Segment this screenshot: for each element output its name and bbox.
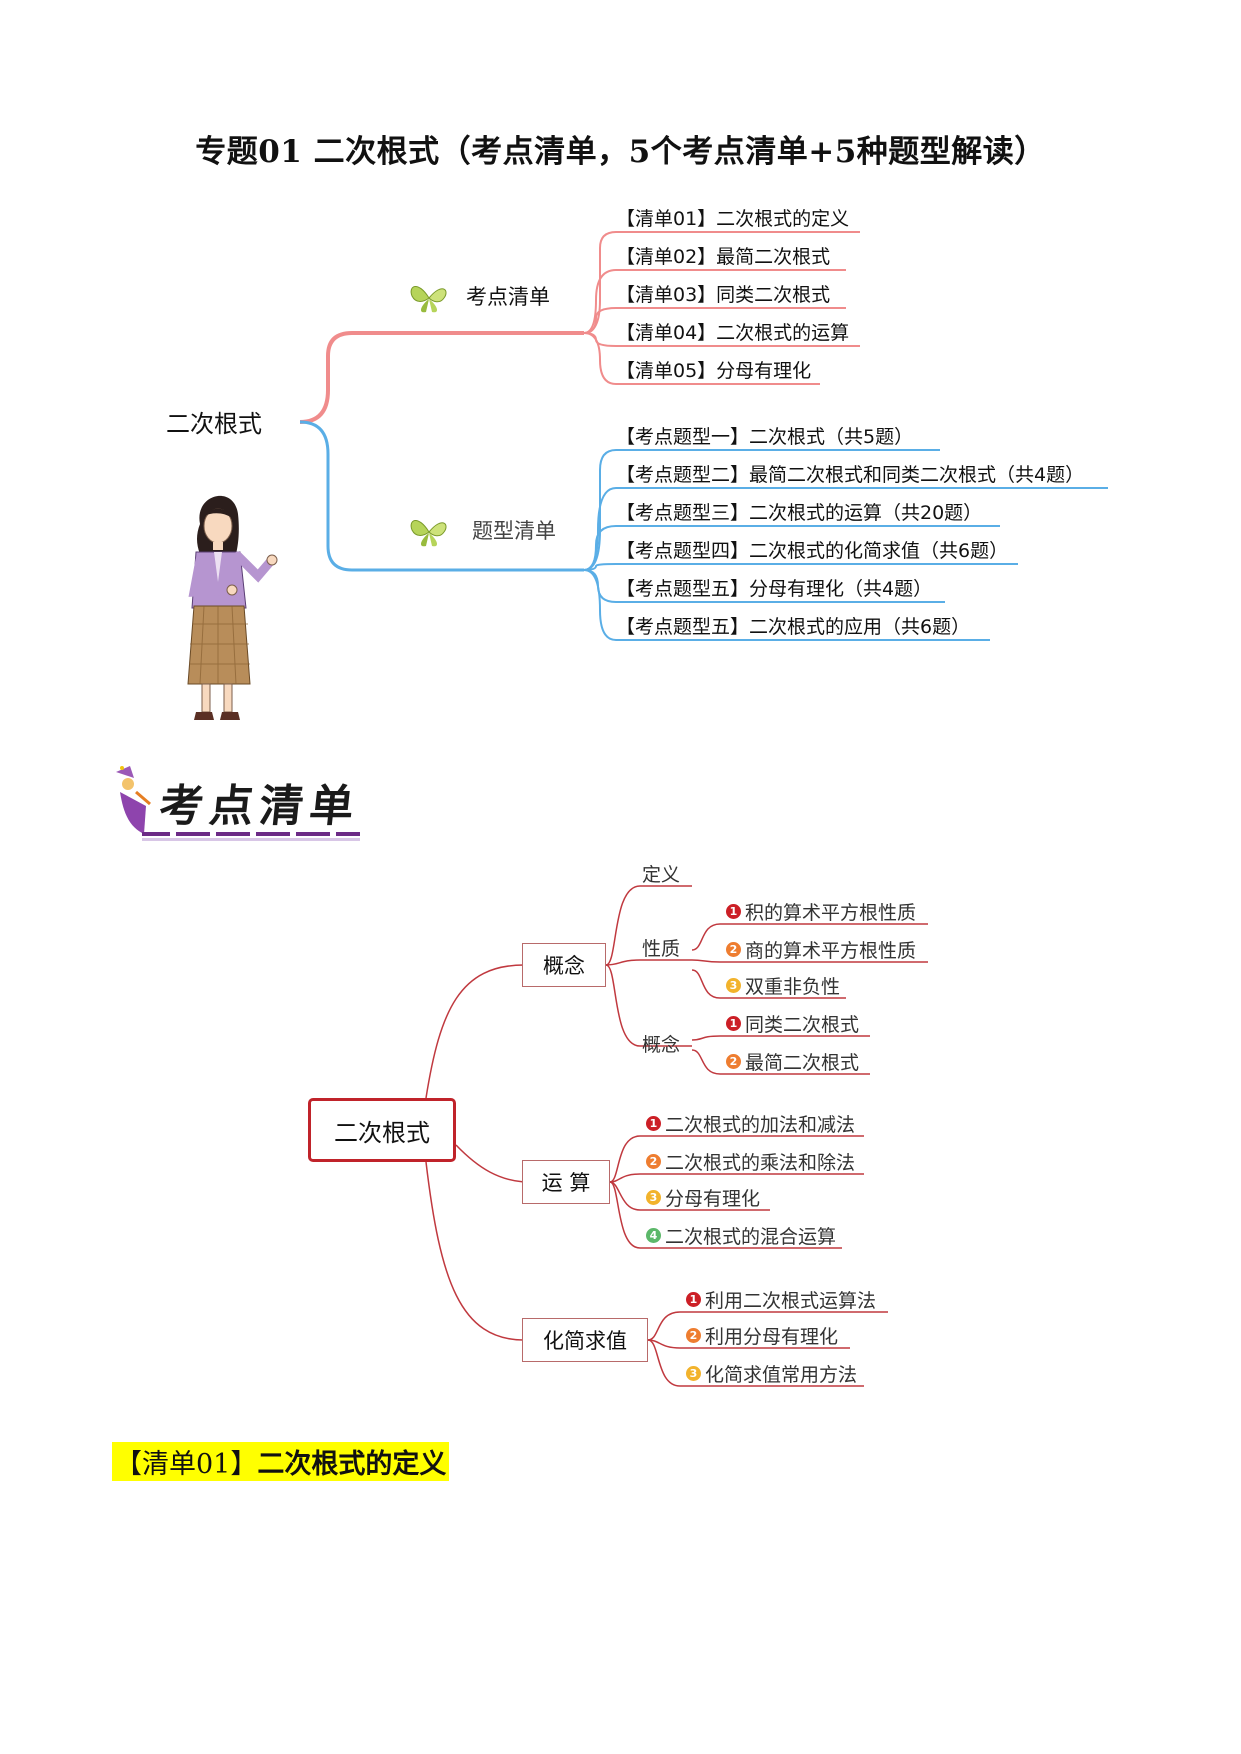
kaodian-item: 【清单01】二次根式的定义 — [616, 208, 850, 230]
teacher-illustration — [187, 495, 278, 720]
tixing-item: 【考点题型三】二次根式的运算（共20题） — [616, 502, 983, 524]
yunsuan-item: 4 二次根式的混合运算 — [646, 1222, 836, 1249]
gainian-item: 2 最简二次根式 — [726, 1048, 859, 1075]
section-bracket-label: 【清单01】 — [115, 1449, 258, 1480]
number-badge: 2 — [646, 1154, 661, 1169]
number-badge: 4 — [646, 1228, 661, 1243]
yunsuan-item: 3 分母有理化 — [646, 1184, 760, 1211]
yunsuan-item: 2 二次根式的乘法和除法 — [646, 1148, 855, 1175]
banner-decoration — [116, 766, 360, 841]
branch-huajian: 化简求值 — [522, 1318, 648, 1362]
branch-kaodian-label: 考点清单 — [466, 285, 550, 309]
concept-map-lines — [425, 885, 928, 1387]
huajian-item: 2 利用分母有理化 — [686, 1322, 838, 1349]
overview-root-label: 二次根式 — [166, 410, 262, 438]
banner-title: 考点清单 — [156, 781, 363, 832]
section-heading: 【清单01】二次根式的定义 — [112, 1442, 450, 1481]
concept-root: 二次根式 — [308, 1098, 456, 1162]
huajian-item: 1 利用二次根式运算法 — [686, 1286, 876, 1313]
xingzhi-item: 1 积的算术平方根性质 — [726, 898, 916, 925]
overview-map-lines — [299, 231, 1108, 641]
tixing-item: 【考点题型一】二次根式（共5题） — [616, 426, 914, 448]
number-badge: 2 — [726, 1054, 741, 1069]
node-dingyi: 定义 — [642, 864, 681, 886]
number-badge: 3 — [646, 1190, 661, 1205]
kaodian-item: 【清单04】二次根式的运算 — [616, 322, 850, 344]
node-gainian-sub: 概念 — [642, 1034, 681, 1056]
huajian-item: 3 化简求值常用方法 — [686, 1360, 857, 1387]
kaodian-item: 【清单03】同类二次根式 — [616, 284, 831, 306]
section-title: 二次根式的定义 — [257, 1449, 447, 1480]
number-badge: 1 — [726, 1016, 741, 1031]
branch-yunsuan: 运 算 — [522, 1160, 610, 1204]
number-badge: 3 — [726, 978, 741, 993]
butterfly-icon — [410, 286, 447, 313]
tixing-item: 【考点题型五】分母有理化（共4题） — [616, 578, 933, 600]
number-badge: 1 — [646, 1116, 661, 1131]
number-badge: 2 — [686, 1328, 701, 1343]
node-xingzhi: 性质 — [642, 938, 681, 960]
kaodian-item: 【清单05】分母有理化 — [616, 360, 812, 382]
number-badge: 3 — [686, 1366, 701, 1381]
number-badge: 2 — [726, 942, 741, 957]
branch-gainian: 概念 — [522, 943, 606, 987]
xingzhi-item: 3 双重非负性 — [726, 972, 840, 999]
butterfly-icon — [410, 520, 447, 547]
tixing-item: 【考点题型四】二次根式的化简求值（共6题） — [616, 540, 1009, 562]
branch-tixing-label: 题型清单 — [472, 519, 556, 543]
yunsuan-item: 1 二次根式的加法和减法 — [646, 1110, 855, 1137]
gainian-item: 1 同类二次根式 — [726, 1010, 859, 1037]
kaodian-item: 【清单02】最简二次根式 — [616, 246, 831, 268]
number-badge: 1 — [686, 1292, 701, 1307]
page-title: 专题01 二次根式（考点清单，5个考点清单+5种题型解读） — [195, 134, 1046, 170]
number-badge: 1 — [726, 904, 741, 919]
xingzhi-item: 2 商的算术平方根性质 — [726, 936, 916, 963]
tixing-item: 【考点题型五】二次根式的应用（共6题） — [616, 616, 971, 638]
tixing-item: 【考点题型二】最简二次根式和同类二次根式（共4题） — [616, 464, 1085, 486]
